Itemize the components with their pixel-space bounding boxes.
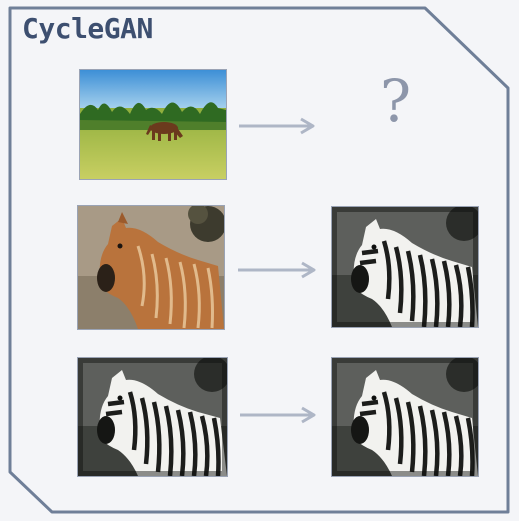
horse-with-stripes-photo [77, 205, 225, 330]
slide-title: CycleGAN [22, 12, 153, 45]
horse-in-field-photo [79, 69, 227, 180]
zebra-input-photo [77, 357, 228, 477]
zebra-result-photo [331, 206, 479, 328]
right-arrow-icon [240, 406, 316, 424]
unknown-output-question-mark: ? [380, 67, 412, 135]
right-arrow-icon [238, 261, 316, 279]
zebra-result-photo [331, 357, 479, 477]
right-arrow-icon [239, 117, 315, 135]
